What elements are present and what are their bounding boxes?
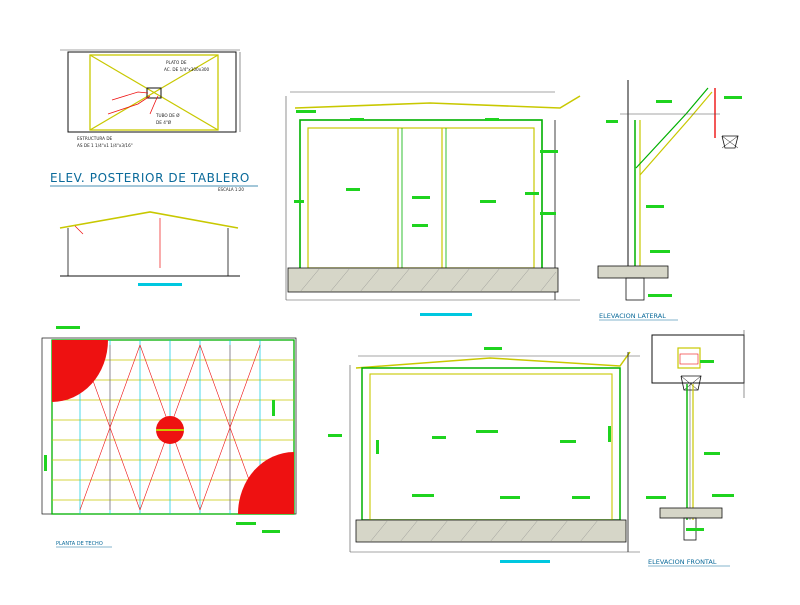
frontal-elevation-main [328, 347, 640, 563]
structure-note-line-2: AS DE 1 1/4"x1 1/4"x3/16" [77, 143, 133, 148]
backboard-rear-view: PLATO DE AC. DE 1/4"x300x300 TUBO DE Ø D… [50, 49, 258, 192]
roof-plan: PLANTA DE TECHO [41, 326, 297, 548]
plate-note-line-1: PLATO DE [166, 60, 187, 65]
title-planta: PLANTA DE TECHO [56, 541, 103, 547]
scale-posterior: ESCALA 1:20 [218, 187, 244, 192]
title-posterior: ELEV. POSTERIOR DE TABLERO [50, 171, 250, 185]
lateral-elevation: ELEVACION LATERAL [597, 80, 742, 321]
small-section [59, 211, 240, 286]
frontal-elevation-pole: ELEVACION FRONTAL [646, 330, 745, 567]
tube-note-line-2: DE 4"Ø [156, 120, 172, 125]
title-lateral: ELEVACION LATERAL [599, 312, 666, 320]
plate-note-line-2: AC. DE 1/4"x300x300 [164, 67, 210, 72]
title-frontal: ELEVACION FRONTAL [648, 558, 717, 566]
tube-note-line-1: TUBO DE Ø [155, 113, 180, 118]
structure-note-line-1: ESTRUCTURA DE [77, 136, 113, 141]
longitudinal-elevation [285, 91, 581, 316]
